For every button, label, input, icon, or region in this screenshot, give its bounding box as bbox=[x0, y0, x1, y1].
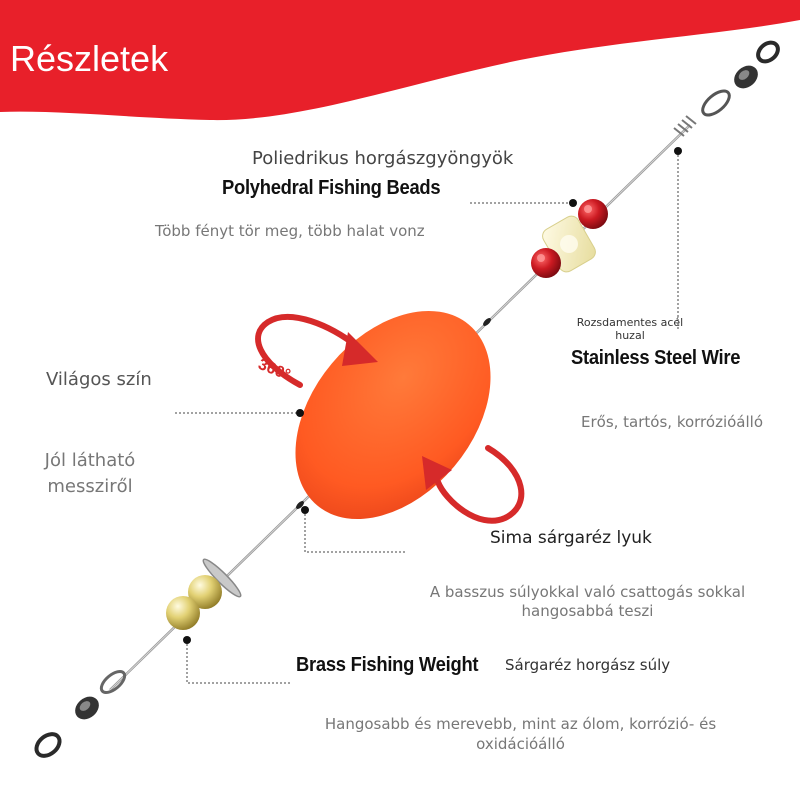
swivel-icon bbox=[34, 670, 127, 758]
swivel-icon bbox=[701, 40, 780, 117]
wire-label-hu: Rozsdamentes acél huzal bbox=[576, 316, 684, 342]
hole-label: Sima sárgaréz lyuk bbox=[490, 528, 652, 548]
weight-title-hu: Sárgaréz horgász súly bbox=[505, 656, 671, 674]
rotation-arrow-icon bbox=[255, 313, 378, 388]
float-color-label: Világos szín bbox=[46, 369, 152, 390]
page-title: Részletek bbox=[10, 38, 169, 79]
wire-description: Erős, tartós, korrózióálló bbox=[581, 413, 763, 431]
callout-dots bbox=[183, 147, 682, 644]
beads-title-en: Polyhedral Fishing Beads bbox=[222, 177, 441, 199]
beads-title-hu: Poliedrikus horgászgyöngyök bbox=[252, 148, 514, 169]
brass-weight-icon bbox=[166, 575, 222, 630]
float-visibility-label: Jól látható messziről bbox=[44, 450, 136, 497]
hole-description: A basszus súlyokkal való csattogás sokka… bbox=[429, 583, 746, 620]
washer-icon bbox=[202, 558, 242, 598]
rotation-arrow-icon bbox=[422, 445, 525, 524]
weight-description: Hangosabb és merevebb, mint az ólom, kor… bbox=[324, 715, 717, 753]
bead-icon bbox=[531, 248, 561, 278]
weight-title-en: Brass Fishing Weight bbox=[296, 654, 479, 676]
bead-icon bbox=[578, 199, 608, 229]
wire-wrap-top bbox=[673, 115, 697, 137]
callout-lines bbox=[175, 151, 679, 684]
beads-description: Több fényt tör meg, több halat vonz bbox=[155, 222, 425, 240]
header-banner bbox=[0, 0, 800, 121]
wire-label-en: Stainless Steel Wire bbox=[571, 347, 741, 369]
